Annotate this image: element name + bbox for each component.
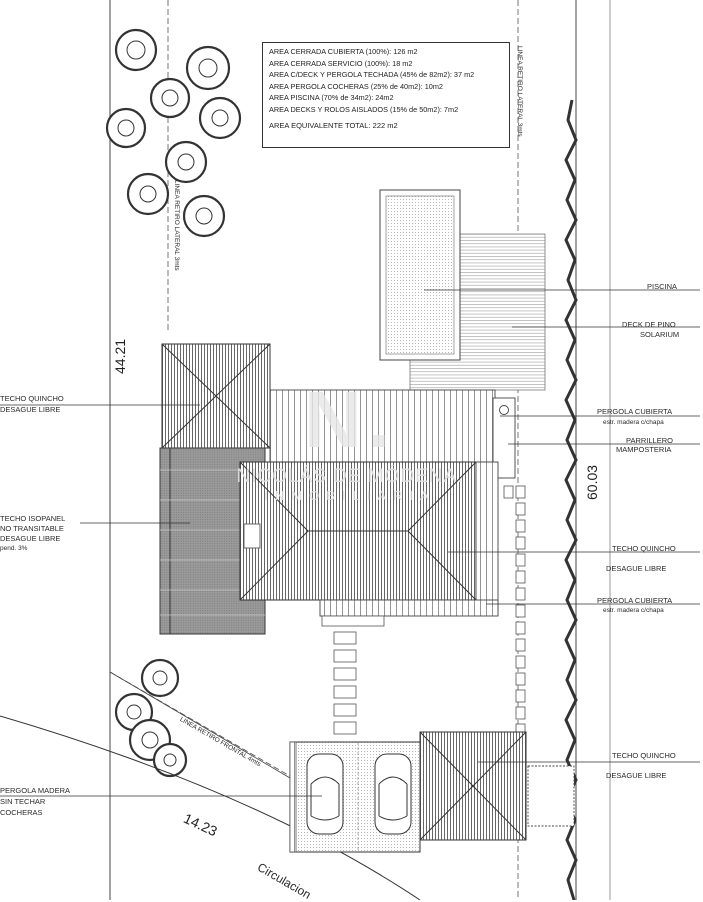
area-summary-table: AREA CERRADA CUBIERTA (100%): 126 m2 ARE…: [262, 42, 510, 148]
label-techo-quincho: TECHO QUINCHO: [612, 544, 676, 553]
label-pendiente: pend. 3%: [0, 545, 28, 552]
area-row: AREA PERGOLA COCHERAS (25% de 40m2): 10m…: [269, 81, 443, 91]
trees-top-left: [105, 28, 242, 238]
label-techo-quincho-2: TECHO QUINCHO: [612, 751, 676, 760]
area-row: AREA DECKS Y ROLOS AISLADOS (15% de 50m2…: [269, 104, 459, 114]
label-deck-pino: DECK DE PINO: [622, 320, 676, 329]
quincho-roof-bottom: [419, 731, 527, 841]
label-pergola-cubierta-2: PERGOLA CUBIERTA: [597, 596, 673, 605]
car-right: [374, 753, 412, 835]
pool-water: [385, 195, 455, 355]
pergola-right: [475, 461, 499, 613]
label-retiro-lateral-left: LINEA RETIRO LATERAL 3mts: [173, 180, 180, 271]
area-total: AREA EQUIVALENTE TOTAL: 222 m2: [269, 120, 398, 130]
area-row: AREA CERRADA SERVICIO (100%): 18 m2: [269, 58, 413, 68]
quincho-roof-left: [161, 343, 271, 449]
leader-lines: [0, 289, 700, 797]
dimension-right-depth: 60.03: [584, 464, 600, 500]
area-row: AREA PISCINA (70% de 34m2): 24m2: [269, 93, 394, 103]
stepping-stones: [333, 631, 357, 735]
label-desague-isopanel: DESAGUE LIBRE: [0, 534, 61, 543]
covered-pergola: [269, 389, 496, 463]
street-edge-curve: [0, 715, 421, 900]
label-isopanel: TECHO ISOPANEL: [0, 514, 66, 523]
stepping-stones-right: [503, 485, 526, 737]
label-mamposteria: MAMPOSTERIA: [616, 445, 672, 454]
label-pergola-structure: estr. madera c/chapa: [603, 419, 664, 426]
label-pergola-structure-2: estr. madera c/chapa: [603, 607, 664, 614]
label-retiro-lateral-right: LINEA RETIRO LATERAL 3mts: [516, 46, 523, 137]
front-boundary-line: [109, 671, 291, 779]
label-no-transitable: NO TRANSITABLE: [0, 524, 64, 533]
area-row: AREA C/DECK Y PERGOLA TECHADA (45% de 82…: [269, 70, 475, 80]
label-solarium: SOLARIUM: [640, 330, 680, 339]
label-desague-left: DESAGUE LIBRE: [0, 405, 61, 414]
service-patio: [527, 765, 575, 827]
pergola-bottom: [319, 599, 499, 617]
dimension-left-depth: 44.21: [112, 338, 128, 374]
main-quincho-roof: [239, 461, 477, 601]
label-parrillero: PARRILLERO: [626, 436, 673, 445]
car-left: [306, 753, 344, 835]
grill-parrillero: [492, 397, 516, 479]
label-pergola-madera: PERGOLA MADERA: [0, 786, 71, 795]
label-sin-techar: SIN TECHAR: [0, 797, 46, 806]
label-techo-quincho-left: TECHO QUINCHO: [0, 394, 64, 403]
entry-step: [321, 615, 385, 627]
label-cocheras: COCHERAS: [0, 808, 43, 817]
label-piscina: PISCINA: [647, 282, 678, 291]
label-pergola-cubierta: PERGOLA CUBIERTA: [597, 407, 673, 416]
label-desague-libre-2: DESAGUE LIBRE: [606, 771, 667, 780]
label-desague-libre: DESAGUE LIBRE: [606, 564, 667, 573]
grill-chimney: [499, 405, 509, 415]
area-row: AREA CERRADA CUBIERTA (100%): 126 m2: [269, 47, 418, 56]
trees-bottom-left: [114, 658, 188, 778]
